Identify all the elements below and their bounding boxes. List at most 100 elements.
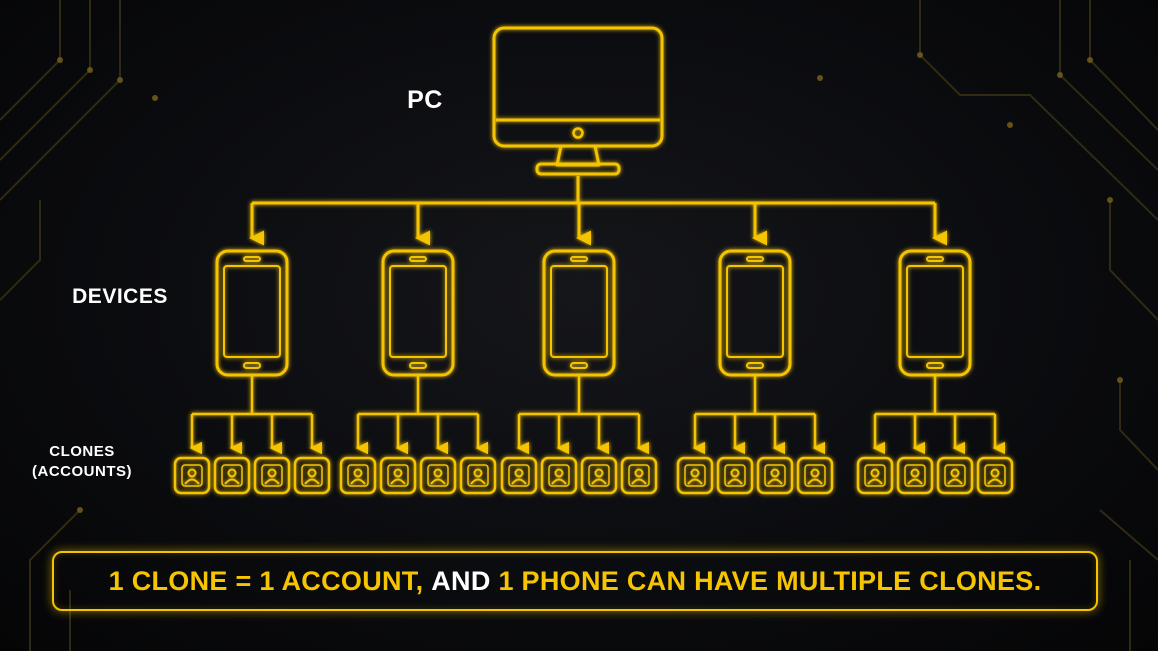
phone-screen [223,265,281,358]
user-account-icon [173,456,211,495]
clones-label: CLONES (ACCOUNTS) [12,442,152,482]
clone-user-shoulders [184,478,200,485]
clone-user-shoulders [430,478,446,485]
clone-box [620,456,658,495]
clone-box [580,456,618,495]
clone-inner-frame [347,464,369,487]
clone-user-head [473,468,483,478]
clone-user-head [950,468,960,478]
user-account-icon [796,456,834,495]
clone-user-head [554,468,564,478]
clone-box [459,456,497,495]
user-account-icon [856,456,894,495]
phone-body [542,249,616,377]
monitor-power-dot [572,127,584,139]
clone-user-head [353,468,363,478]
caption-part2: AND [431,565,491,596]
clone-user-head [307,468,317,478]
user-account-icon [756,456,794,495]
nodes [173,26,1014,495]
clone-user-head [770,468,780,478]
clone-inner-frame [221,464,243,487]
clone-box [856,456,894,495]
user-account-icon [339,456,377,495]
clone-inner-frame [944,464,966,487]
user-account-icon [976,456,1014,495]
clone-user-shoulders [727,478,743,485]
clone-user-shoulders [767,478,783,485]
monitor-stand [555,145,601,167]
clone-inner-frame [588,464,610,487]
circuit-dot [1107,197,1113,203]
phone-speaker [409,256,427,262]
clone-user-head [730,468,740,478]
user-account-icon [253,456,291,495]
phone-screen [389,265,447,358]
caption-banner: 1 CLONE = 1 ACCOUNT, AND 1 PHONE CAN HAV… [52,551,1098,611]
user-account-icon [500,456,538,495]
phone-home-button [409,362,427,369]
monitor-icon [492,26,664,176]
user-account-icon [580,456,618,495]
circuit-trace [1119,380,1158,471]
phone-speaker [746,256,764,262]
clones-label-line1: CLONES [49,443,115,460]
user-account-icon [896,456,934,495]
clone-user-shoulders [350,478,366,485]
circuit-dot [1087,57,1093,63]
clone-user-head [514,468,524,478]
circuit-trace [29,509,81,651]
phone-home-button [243,362,261,369]
clone-user-head [594,468,604,478]
clone-box [379,456,417,495]
circuit-trace [1099,509,1158,561]
clone-user-head [690,468,700,478]
smartphone-icon [215,249,289,377]
clone-box [500,456,538,495]
circuit-trace [919,0,1158,221]
clone-user-head [393,468,403,478]
circuit-trace [0,0,91,161]
phone-body [381,249,455,377]
clone-user-shoulders [947,478,963,485]
clone-inner-frame [467,464,489,487]
clone-user-shoulders [631,478,647,485]
clone-box [976,456,1014,495]
clone-inner-frame [724,464,746,487]
clone-inner-frame [684,464,706,487]
circuit-dot [87,67,93,73]
clone-user-shoulders [591,478,607,485]
clone-user-shoulders [390,478,406,485]
clones-label-line2: (ACCOUNTS) [32,463,132,480]
phone-speaker [926,256,944,262]
clone-box [796,456,834,495]
clone-inner-frame [764,464,786,487]
phone-home-button [926,362,944,369]
clone-inner-frame [548,464,570,487]
connectors [189,176,1005,455]
circuit-dot [817,75,823,81]
clone-box [756,456,794,495]
phone-body [215,249,289,377]
clone-box [936,456,974,495]
user-account-icon [716,456,754,495]
circuit-dot [1117,377,1123,383]
user-account-icon [379,456,417,495]
circuit-dot [1007,122,1013,128]
clone-user-head [267,468,277,478]
clone-inner-frame [984,464,1006,487]
clone-user-head [187,468,197,478]
phone-speaker [570,256,588,262]
clone-inner-frame [387,464,409,487]
clone-user-head [910,468,920,478]
clone-inner-frame [261,464,283,487]
clone-user-shoulders [807,478,823,485]
clone-box [213,456,251,495]
phone-body [898,249,972,377]
phone-home-button [570,362,588,369]
user-account-icon [293,456,331,495]
circuit-trace [1109,200,1158,321]
clone-user-head [870,468,880,478]
clone-box [173,456,211,495]
